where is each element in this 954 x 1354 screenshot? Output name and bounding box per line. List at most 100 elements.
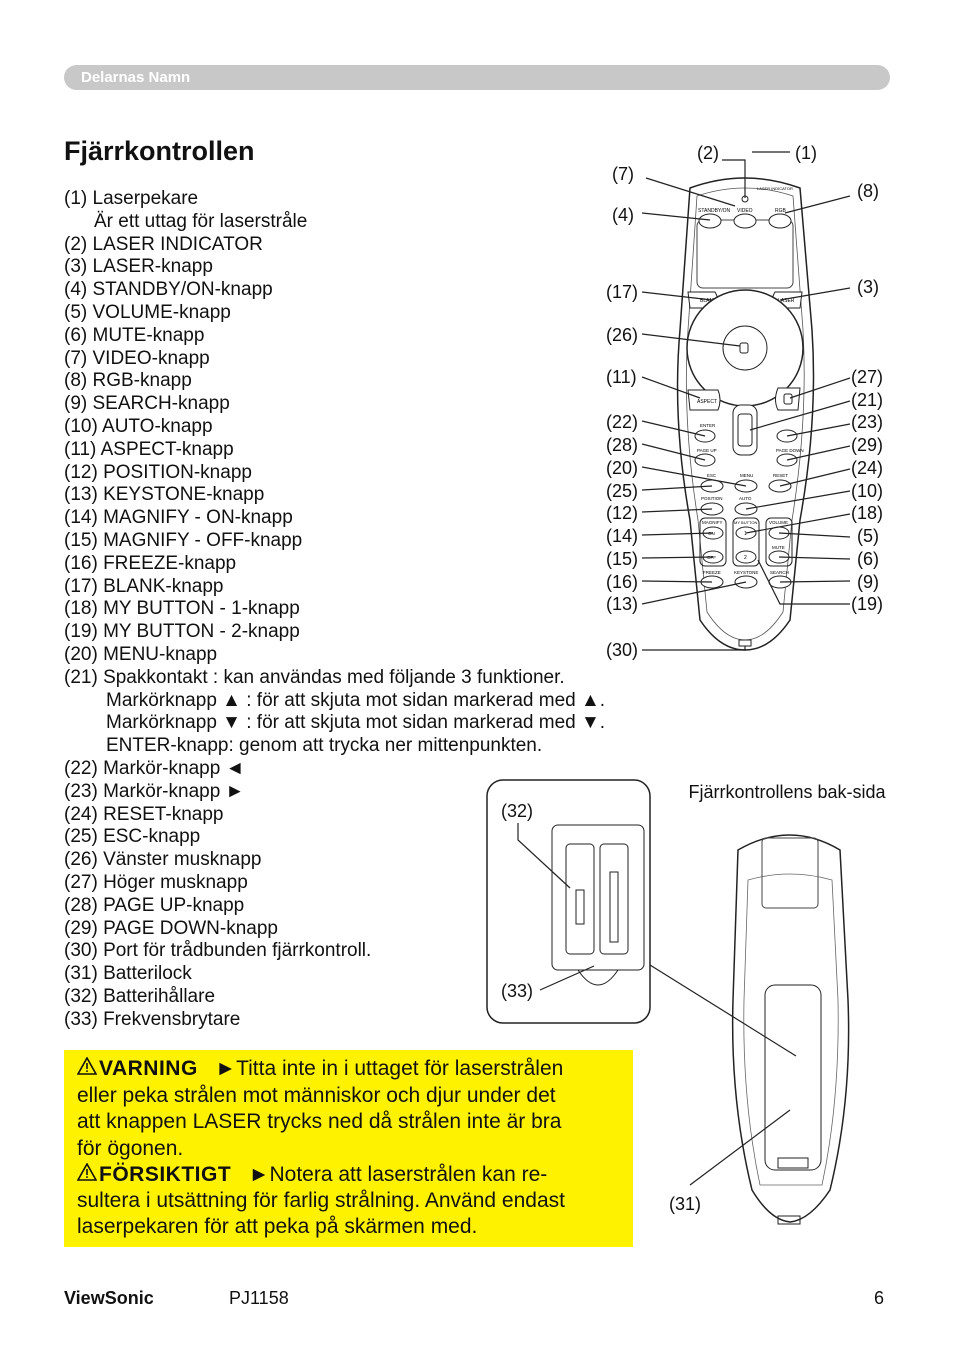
callout-1: (1) [795, 143, 817, 163]
callout-18: (18) [851, 503, 884, 523]
list-item: (17) BLANK-knapp [64, 575, 224, 597]
warning-text-1: Titta inte in i uttaget för laserstrålen [236, 1057, 564, 1080]
callout-28: (28) [606, 435, 639, 455]
list-item: (18) MY BUTTON - 1-knapp [64, 598, 300, 620]
rgb-label: RGB [775, 208, 787, 214]
callout-3: (3) [857, 277, 879, 297]
laser-indicator-label: LASER INDICATOR [757, 186, 793, 191]
list-item: (16) FREEZE-knapp [64, 552, 237, 574]
remote-back-inner [743, 873, 839, 1186]
caution-line-2: sultera i utsättning för farlig strålnin… [77, 1189, 565, 1212]
callout-9: (9) [857, 572, 879, 592]
menu-label: MENU [740, 473, 753, 478]
callout-10: (10) [851, 481, 884, 501]
callout-14: (14) [606, 526, 639, 546]
joystick [732, 404, 758, 456]
list-item: (26) Vänster musknapp [64, 849, 262, 871]
blank-label: BLANK [700, 298, 717, 304]
callout-19: (19) [851, 594, 884, 614]
remote-back-tip [777, 1215, 801, 1225]
list-item: Markörknapp ▼ : för att skjuta mot sidan… [106, 712, 606, 734]
list-item: (2) LASER INDICATOR [64, 233, 263, 255]
callout-5: (5) [857, 526, 879, 546]
battery-cover [764, 984, 822, 1171]
esc-button [700, 479, 724, 493]
callout-12: (12) [606, 503, 639, 523]
mute-label: MUTE [772, 545, 785, 550]
list-item: (4) STANDBY/ON-knapp [64, 279, 273, 301]
laser-button [772, 291, 803, 309]
left-mouse-icon [739, 342, 749, 354]
callout-26: (26) [606, 325, 639, 345]
list-item: (25) ESC-knapp [64, 826, 201, 848]
callout-15: (15) [606, 549, 639, 569]
reset-button [768, 479, 792, 493]
battery-cover-latch [777, 1157, 809, 1169]
list-item: (22) Markör-knapp ◄ [64, 757, 245, 779]
my-button-2 [735, 550, 757, 564]
auto-button [734, 502, 758, 516]
callout-24: (24) [851, 458, 884, 478]
footer-page-number: 6 [874, 1288, 885, 1308]
volume-group [765, 517, 793, 567]
list-item: (21) Spakkontakt : kan användas med följ… [64, 666, 565, 688]
mouse-disc-inner [722, 325, 768, 371]
arrow-right-icon: ► [203, 1057, 237, 1080]
list-item: (29) PAGE DOWN-knapp [64, 917, 278, 939]
right-mouse-button [775, 387, 801, 411]
magnify-on-button [702, 526, 724, 540]
callout-lines [641, 151, 851, 651]
callout-21: (21) [851, 390, 884, 410]
callout-17: (17) [606, 282, 639, 302]
warning-triangle-icon [77, 1057, 97, 1075]
volume-button [768, 526, 790, 540]
menu-button [734, 479, 758, 493]
callout-22: (22) [606, 412, 639, 432]
callout-30: (30) [606, 640, 639, 660]
caution-text-1: Notera att laserstrålen kan re- [269, 1163, 548, 1186]
list-item: (33) Frekvensbrytare [64, 1008, 241, 1030]
list-item: Markörknapp ▲ : för att skjuta mot sidan… [106, 689, 606, 711]
page-up-button [694, 453, 716, 467]
search-label: SEARCH [770, 570, 789, 575]
list-item: (15) MAGNIFY - OFF-knapp [64, 529, 303, 551]
list-item: (30) Port för trådbunden fjärrkontroll. [64, 940, 372, 962]
callout-20: (20) [606, 458, 639, 478]
caution-triangle-icon [77, 1163, 97, 1181]
warning-label: VARNING [99, 1057, 198, 1080]
list-item: ENTER-knapp: genom att trycka ner mitten… [106, 735, 543, 757]
callout-4: (4) [612, 205, 634, 225]
callout-8: (8) [857, 181, 879, 201]
footer-model: PJ1158 [229, 1288, 289, 1308]
my-button-2-label: 2 [744, 555, 747, 561]
callout-32: (32) [501, 801, 534, 821]
footer-brand: ViewSonic [64, 1288, 154, 1308]
wired-port [738, 639, 752, 647]
battery-contact-2 [609, 871, 619, 943]
warning-line-3: att knappen LASER trycks ned då strålen … [77, 1110, 562, 1133]
section-header-bar: Delarnas Namn [64, 65, 890, 90]
laser-indicator-icon [741, 195, 749, 203]
mouse-disc [686, 289, 804, 407]
magnify-off-label: OFF [707, 555, 716, 560]
my-button-1-label: 1 [744, 531, 747, 537]
cursor-right-button [776, 429, 798, 443]
keystone-label: KEYSTONE [734, 570, 758, 575]
reset-label: RESET [773, 473, 788, 478]
page-down-label: PAGE DOWN [776, 448, 804, 453]
position-label: POSITION [701, 496, 723, 501]
search-button [768, 575, 792, 589]
my-button-group [732, 517, 760, 567]
remote-front-body [676, 177, 815, 651]
esc-label: ESC [707, 473, 717, 478]
page-up-label: PAGE UP [697, 448, 717, 453]
callout-11: (11) [606, 367, 637, 387]
callout-6: (6) [857, 549, 879, 569]
remote-display [696, 219, 794, 289]
list-item: (3) LASER-knapp [64, 256, 213, 278]
right-mouse-icon [783, 393, 793, 405]
magnify-label: MAGNIFY [702, 520, 723, 525]
list-item: (7) VIDEO-knapp [64, 347, 210, 369]
warning-line-1: VARNING ►Titta inte in i uttaget för las… [77, 1056, 563, 1083]
freeze-button [700, 575, 724, 589]
